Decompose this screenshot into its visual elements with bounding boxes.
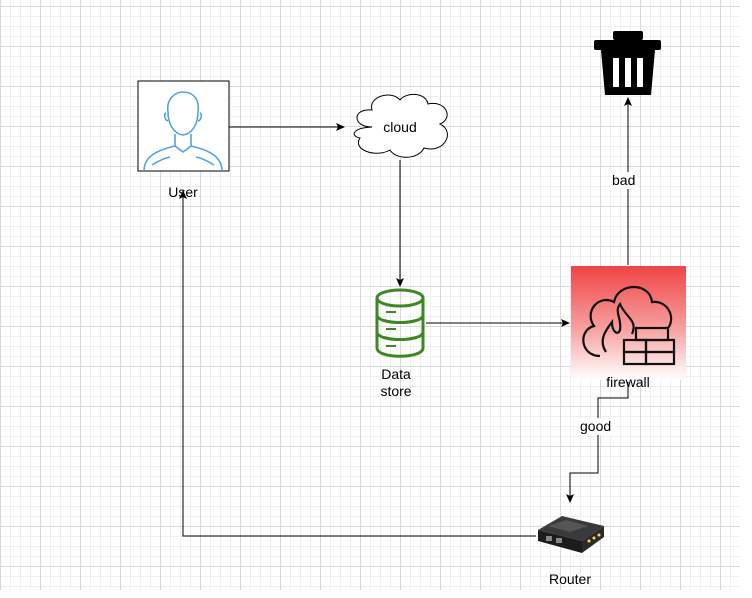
database-icon	[375, 288, 425, 358]
router-node[interactable]	[538, 516, 604, 553]
firewall-label: firewall	[606, 374, 650, 390]
firewall-node[interactable]	[571, 266, 686, 380]
edge-label-good: good	[578, 418, 614, 435]
data-store-label-line2: store	[380, 383, 412, 399]
cloud-label: cloud	[383, 119, 417, 135]
user-icon	[143, 91, 223, 172]
user-label: User	[168, 184, 198, 200]
firewall-icon	[582, 286, 676, 366]
canvas-edge-bottom	[0, 590, 752, 598]
canvas-edge-right	[740, 0, 752, 598]
edge-router-user[interactable]	[179, 190, 536, 537]
router-icon	[538, 516, 604, 553]
edge-label-bad: bad	[610, 172, 638, 189]
cloud-shape	[353, 94, 448, 158]
router-label: Router	[548, 571, 592, 587]
data-store-label-line1: Data	[381, 366, 411, 382]
edge-firewall-router[interactable]	[566, 382, 629, 503]
trash-icon[interactable]	[594, 31, 661, 95]
user-node[interactable]	[137, 80, 230, 172]
cloud-node[interactable]	[353, 94, 448, 158]
data-store-node[interactable]	[375, 288, 425, 358]
edges	[179, 97, 632, 537]
